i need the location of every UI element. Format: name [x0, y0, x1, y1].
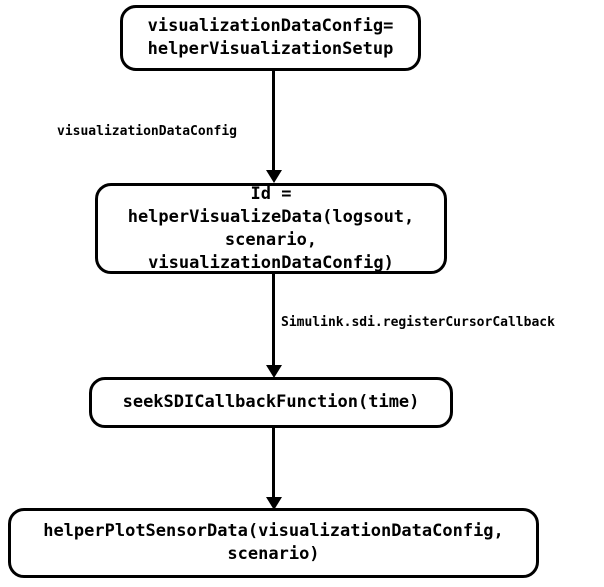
flow-edge-label-visualization-data-config: visualizationDataConfig — [57, 124, 238, 139]
flow-edge-line-seek-to-plot — [272, 428, 275, 498]
flow-edge-line-visualize-to-seek — [272, 274, 275, 366]
flow-node-helper-plot-sensor-data[interactable]: helperPlotSensorData(visualizationDataCo… — [8, 508, 539, 578]
flow-arrowhead-setup-to-visualize — [266, 170, 282, 183]
flow-node-visualization-setup[interactable]: visualizationDataConfig= helperVisualiza… — [120, 5, 421, 71]
flow-arrowhead-visualize-to-seek — [266, 365, 282, 378]
flow-node-helper-visualize-data[interactable]: Id = helperVisualizeData(logsout, scenar… — [95, 183, 447, 274]
flow-arrowhead-seek-to-plot — [266, 497, 282, 510]
flow-edge-label-register-cursor-callback: Simulink.sdi.registerCursorCallback — [281, 315, 555, 330]
flow-node-seek-sdi-callback-function[interactable]: seekSDICallbackFunction(time) — [89, 377, 453, 428]
flow-edge-line-setup-to-visualize — [272, 71, 275, 171]
